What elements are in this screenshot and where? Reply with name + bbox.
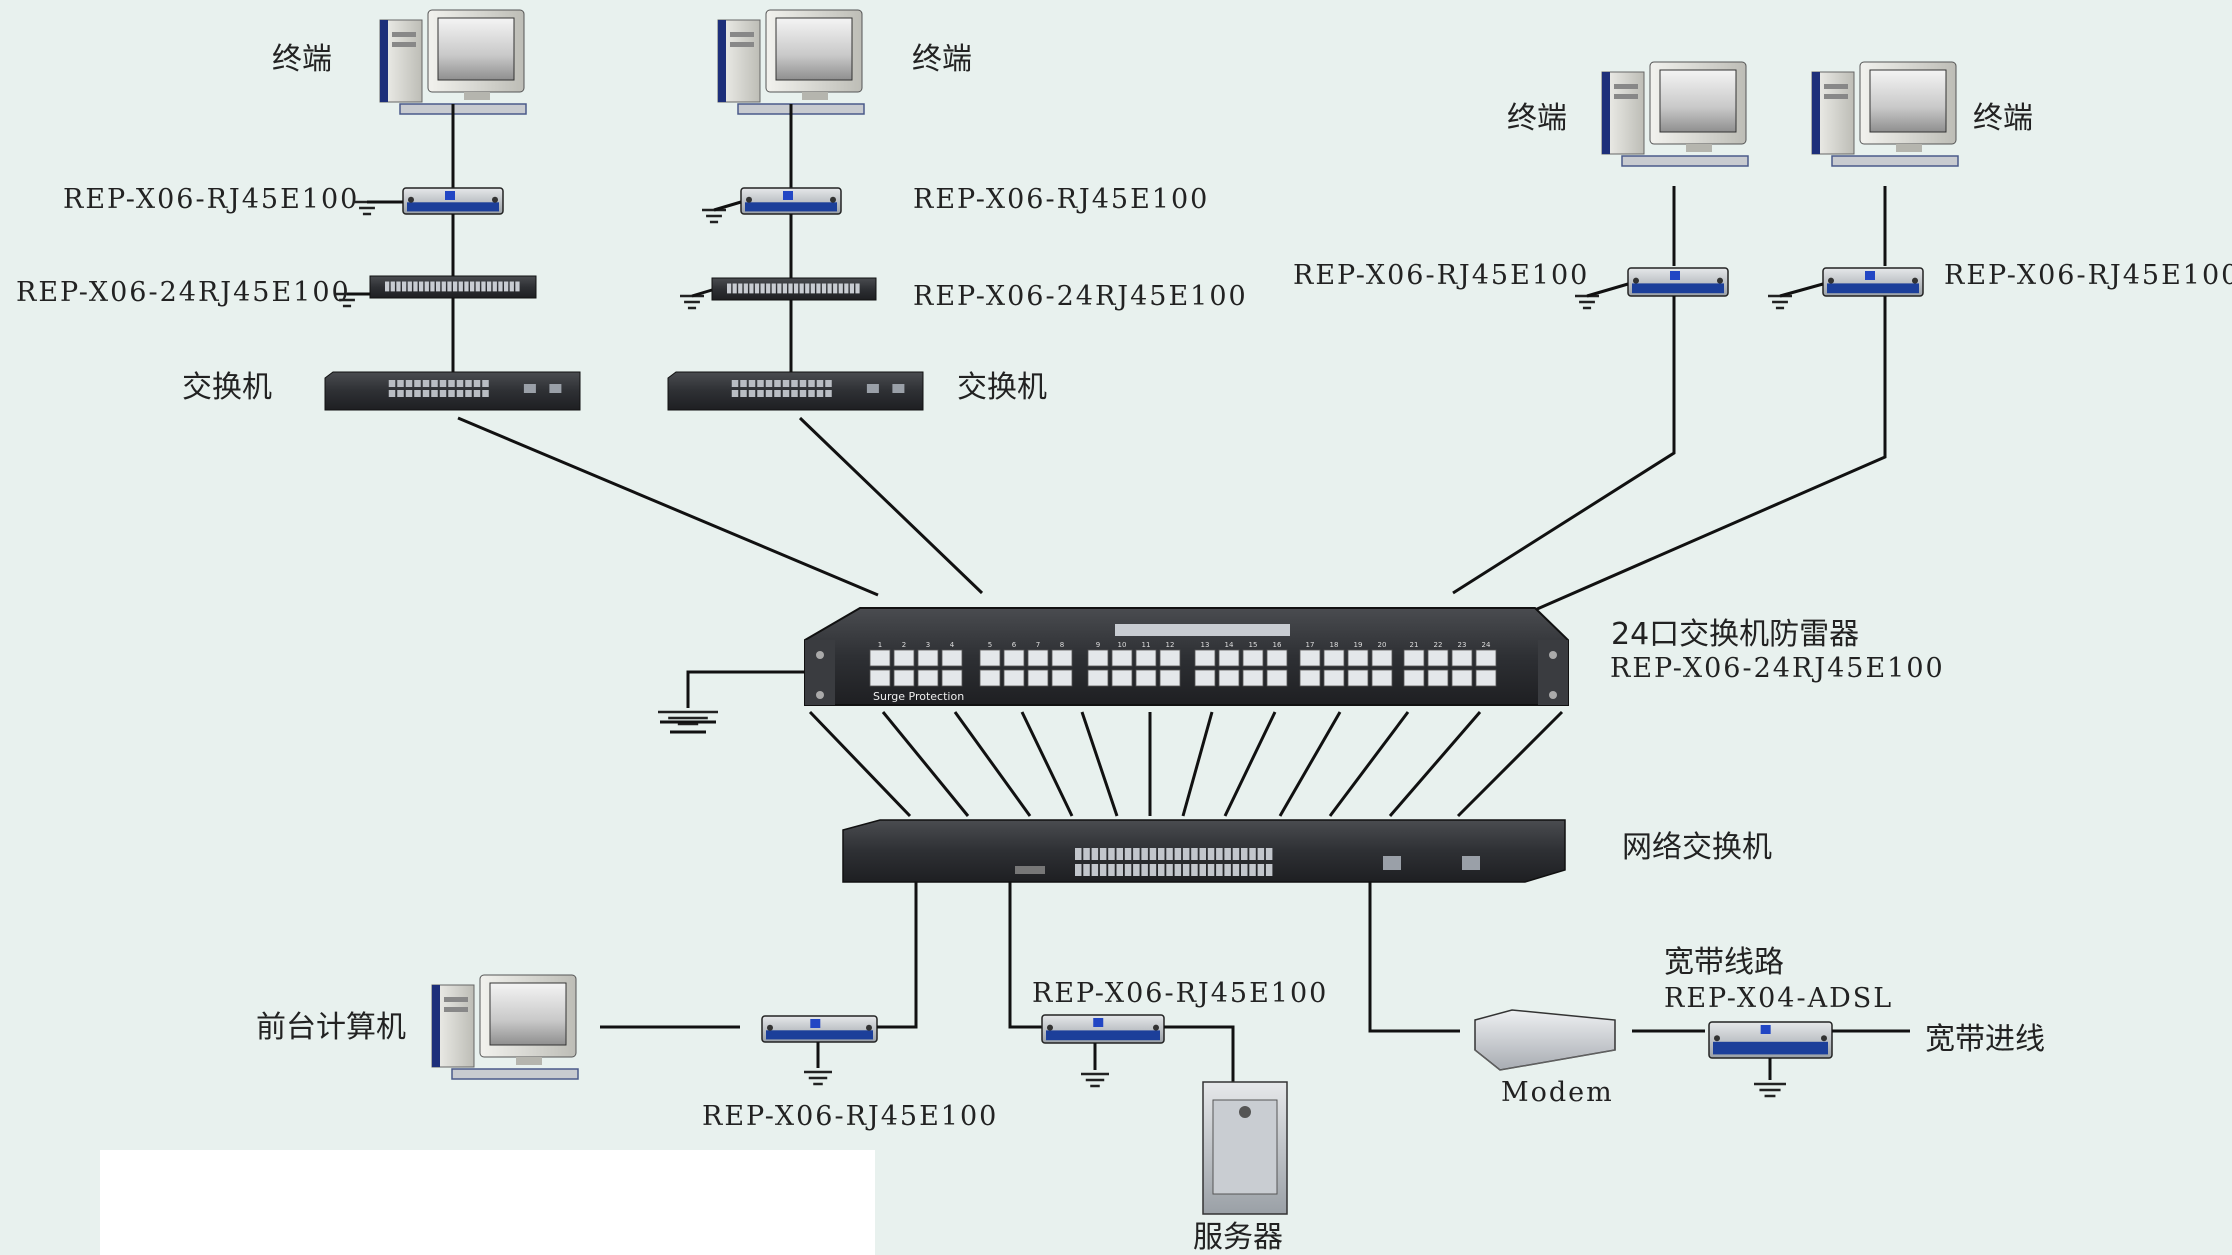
link-s1-main bbox=[457, 416, 879, 597]
blank-area bbox=[100, 1150, 875, 1255]
front-pc-label: 前台计算机 bbox=[256, 1010, 406, 1045]
network-switch bbox=[842, 819, 1566, 883]
port-number: 9 bbox=[1096, 641, 1100, 649]
server-icon bbox=[1202, 1081, 1288, 1215]
terminal-computer-2 bbox=[717, 9, 865, 115]
port-number: 13 bbox=[1201, 641, 1210, 649]
adsl-protector-icon bbox=[1708, 1021, 1833, 1059]
ground-icon bbox=[804, 1070, 832, 1086]
main-protector-model: REP-X06-24RJ45E100 bbox=[1610, 653, 1945, 684]
surge-protector-server bbox=[1041, 1014, 1165, 1044]
port-number: 7 bbox=[1036, 641, 1040, 649]
surge-protector-4 bbox=[1822, 267, 1924, 297]
protector-label-1: REP-X06-RJ45E100 bbox=[63, 184, 360, 215]
port-number: 16 bbox=[1273, 641, 1282, 649]
switch-1 bbox=[324, 371, 581, 411]
link-t3-main bbox=[1452, 296, 1676, 595]
terminal-label-3: 终端 bbox=[1507, 101, 1567, 136]
port-number: 23 bbox=[1458, 641, 1467, 649]
port-number: 18 bbox=[1330, 641, 1339, 649]
link-main-switch bbox=[1223, 711, 1277, 817]
link-main-switch bbox=[1020, 711, 1074, 817]
terminal-label-4: 终端 bbox=[1973, 101, 2033, 136]
network-switch-label: 网络交换机 bbox=[1622, 830, 1772, 865]
port-number: 14 bbox=[1225, 641, 1234, 649]
ground-icon bbox=[680, 294, 704, 310]
surge-protector-front bbox=[761, 1015, 878, 1043]
broadband-in-label: 宽带进线 bbox=[1925, 1022, 2045, 1057]
link-main-switch bbox=[1328, 711, 1410, 817]
ground-icon bbox=[1575, 294, 1599, 310]
terminal-label-2: 终端 bbox=[912, 42, 972, 77]
surge-protector-1 bbox=[402, 187, 504, 215]
terminal-computer-1 bbox=[379, 9, 527, 115]
ground-icon bbox=[702, 208, 726, 224]
front-computer bbox=[431, 974, 579, 1080]
link-main-switch bbox=[1181, 711, 1214, 817]
protector-label-front: REP-X06-RJ45E100 bbox=[702, 1101, 999, 1132]
link-protector-switch bbox=[877, 882, 918, 1029]
port-number: 15 bbox=[1249, 641, 1258, 649]
link-main-switch bbox=[881, 711, 970, 817]
ground-icon bbox=[658, 710, 718, 726]
port-number: 24 bbox=[1482, 641, 1491, 649]
modem-label: Modem bbox=[1501, 1077, 1614, 1108]
surge-protector-24-1 bbox=[369, 275, 537, 299]
port-number: 11 bbox=[1142, 641, 1151, 649]
link-main-switch bbox=[1080, 711, 1119, 817]
surge-protector-2 bbox=[740, 187, 842, 215]
server-label: 服务器 bbox=[1193, 1220, 1283, 1255]
port-number: 10 bbox=[1118, 641, 1127, 649]
modem-icon bbox=[1474, 1009, 1616, 1071]
protector-label-2: REP-X06-RJ45E100 bbox=[913, 184, 1210, 215]
broadband-line-label: 宽带线路 bbox=[1664, 945, 1784, 980]
port-number: 22 bbox=[1434, 641, 1443, 649]
port-number: 12 bbox=[1166, 641, 1175, 649]
link-main-switch bbox=[1456, 710, 1564, 818]
port-number: 1 bbox=[878, 641, 882, 649]
port-number: 2 bbox=[902, 641, 906, 649]
switch-label-2: 交换机 bbox=[957, 370, 1047, 405]
terminal-computer-4 bbox=[1811, 61, 1959, 167]
link-main-switch bbox=[1388, 711, 1482, 817]
link-main-switch bbox=[1278, 711, 1342, 817]
link-main-ground bbox=[686, 670, 805, 708]
port-number: 5 bbox=[988, 641, 992, 649]
protector-label-4: REP-X06-RJ45E100 bbox=[1944, 260, 2232, 291]
terminal-computer-3 bbox=[1601, 61, 1749, 167]
link-main-switch bbox=[808, 710, 912, 818]
link-switch-server-protector bbox=[1008, 882, 1042, 1029]
adsl-protector-label: REP-X04-ADSL bbox=[1664, 983, 1894, 1014]
port-number: 3 bbox=[926, 641, 930, 649]
protector-label-3: REP-X06-RJ45E100 bbox=[1293, 260, 1590, 291]
link-t4-main bbox=[1511, 296, 1887, 622]
port-number: 17 bbox=[1306, 641, 1315, 649]
port-number: 19 bbox=[1354, 641, 1363, 649]
link-switch-modem bbox=[1368, 882, 1460, 1033]
ground-icon bbox=[1754, 1082, 1786, 1098]
ground-icon bbox=[1081, 1072, 1109, 1088]
protector-label-server: REP-X06-RJ45E100 bbox=[1032, 978, 1329, 1009]
port-number: 21 bbox=[1410, 641, 1419, 649]
port-number: 8 bbox=[1060, 641, 1064, 649]
surge-protection-text: Surge Protection bbox=[873, 690, 964, 703]
link-main-switch bbox=[953, 711, 1032, 817]
link-s2-main bbox=[798, 416, 984, 595]
terminal-label-1: 终端 bbox=[272, 42, 332, 77]
main-protector-title: 24口交换机防雷器 bbox=[1611, 617, 1860, 652]
link-protector-server bbox=[1164, 1025, 1235, 1082]
protector-24-label-1: REP-X06-24RJ45E100 bbox=[16, 277, 351, 308]
surge-protector-24-2 bbox=[711, 277, 877, 301]
switch-label-1: 交换机 bbox=[182, 370, 272, 405]
port-number: 4 bbox=[950, 641, 955, 649]
surge-protector-3 bbox=[1627, 267, 1729, 297]
port-number: 6 bbox=[1012, 641, 1017, 649]
protector-24-label-2: REP-X06-24RJ45E100 bbox=[913, 281, 1248, 312]
switch-2 bbox=[667, 371, 924, 411]
ground-icon bbox=[1768, 294, 1792, 310]
port-number: 20 bbox=[1378, 641, 1387, 649]
